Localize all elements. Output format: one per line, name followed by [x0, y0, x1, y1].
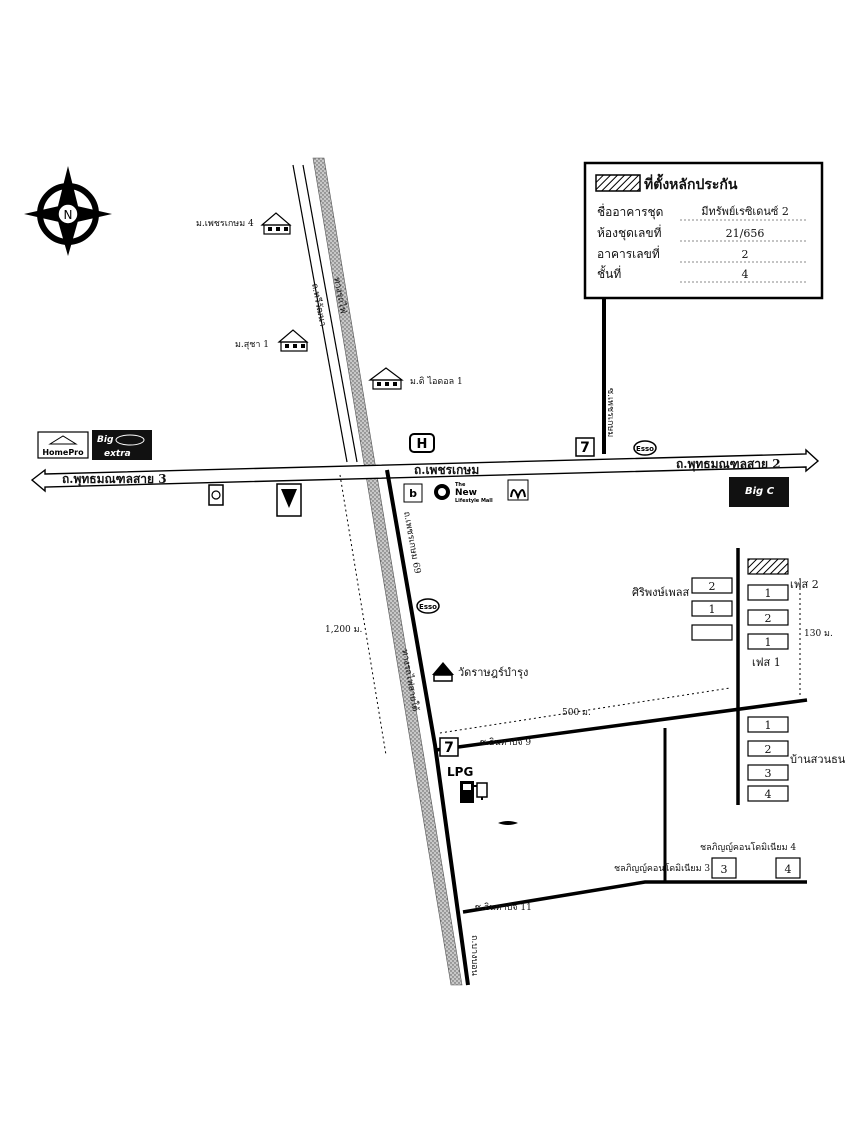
lpg-label: LPG [447, 765, 473, 779]
phase2-label: เฟส 2 [790, 578, 819, 591]
legend-key-room: ห้องชุดเลขที่ [597, 224, 662, 241]
seven-eleven-icon-south: 7 [439, 737, 459, 757]
village-label-the-idol-1: ม.ดิ ไอดอล 1 [410, 376, 463, 387]
legend-title: ที่ตั้งหลักประกัน [644, 173, 738, 193]
esso-logo: Esso [633, 440, 657, 456]
svg-text:3: 3 [765, 767, 772, 780]
svg-text:1: 1 [765, 587, 772, 600]
seven-eleven-text: 7 [580, 440, 590, 456]
bigc-extra-big: Big [97, 435, 114, 445]
homepro-logo: HomePro [37, 431, 89, 459]
phase-building: 1 [747, 584, 789, 601]
road-label-side-road: ซ.เพชรเกษม [605, 388, 615, 437]
legend-key-floor: ชั้นที่ [597, 265, 621, 281]
road-label-bang-bon: ถ.บางบอน [469, 935, 479, 976]
svg-text:4: 4 [785, 863, 792, 876]
mcdonalds-logo [507, 479, 529, 501]
bigc-extra-logo: Big extra [92, 430, 152, 460]
condo4-building: 4 [775, 857, 801, 879]
phase-building: 2 [747, 609, 789, 626]
esso-text-south: Esso [419, 603, 437, 611]
road-label-phutthamonthon-3: ถ.พุทธมณฑลสาย 3 [62, 472, 167, 487]
phetkasem-69-road [385, 469, 470, 986]
legend-value-room: 21/656 [726, 227, 765, 240]
legend-box: ที่ตั้งหลักประกัน ชื่ออาคารชุด มีทรัพย์เ… [583, 161, 824, 300]
compass-north-label: N [64, 208, 73, 222]
svg-text:4: 4 [765, 788, 772, 801]
main-road-phetkasem [30, 448, 820, 493]
road-label-soi-inthapat-9: ซ.อินทาปัจ 9 [480, 737, 531, 748]
condo4-label: ชลภิญญ์คอนโดมิเนียม 4 [700, 841, 796, 853]
collateral-hatch-swatch [595, 174, 641, 192]
legend-value-building-no: 2 [742, 248, 749, 261]
siriphong-building [691, 624, 733, 641]
thenew-text-2: New [455, 488, 477, 498]
bansuan-building: 2 [747, 740, 789, 757]
svg-text:1: 1 [765, 719, 772, 732]
bangchak-logo: b [403, 483, 423, 503]
phase-building: 1 [747, 633, 789, 650]
temple-label: วัดราษฎร์บำรุง [458, 666, 528, 679]
svg-text:1: 1 [765, 636, 772, 649]
svg-text:2: 2 [709, 580, 716, 593]
esso-logo-south: Esso [416, 598, 440, 614]
honda-logo: H [409, 433, 435, 453]
village-label-sucha-1: ม.สุชา 1 [235, 340, 269, 350]
road-label-soi-inthapat-11: ซ.อินทาปัจ 11 [475, 902, 532, 913]
siriphong-label: ศิริพงษ์เพลส [632, 586, 690, 599]
village-house-icon [368, 367, 404, 390]
bigc-text: Big C [745, 486, 775, 497]
svg-text:2: 2 [765, 743, 772, 756]
village-house-icon [277, 329, 309, 352]
distance-130: 130 ม. [804, 629, 833, 639]
ptt-station-icon [208, 484, 224, 506]
siriphong-building: 1 [691, 600, 733, 617]
shell-building-icon [276, 483, 302, 517]
seven-eleven-icon: 7 [575, 437, 595, 457]
svg-text:3: 3 [721, 863, 728, 876]
temple-icon [432, 662, 454, 682]
legend-key-building: ชื่ออาคารชุด [597, 203, 663, 220]
bansuan-building: 4 [747, 785, 789, 802]
homepro-text: HomePro [42, 448, 84, 457]
phase1-label: เฟส 1 [752, 656, 781, 669]
bigc-extra-extra: extra [104, 449, 131, 459]
collateral-building-hatched [747, 558, 789, 575]
legend-value-floor: 4 [742, 268, 749, 281]
village-house-icon [260, 212, 292, 235]
legend-key-building-no: อาคารเลขที่ [597, 245, 660, 261]
svg-text:2: 2 [765, 612, 772, 625]
svg-text:b: b [409, 487, 417, 500]
condo3-building: 3 [711, 857, 737, 879]
condo3-label: ชลภิญญ์คอนโดมิเนียม 3 [614, 862, 710, 874]
svg-text:H: H [417, 437, 428, 452]
road-label-phetkasem: ถ.เพชรเกษม [414, 463, 479, 477]
distance-1200: 1,200 ม. [325, 625, 363, 635]
bansuan-building: 1 [747, 716, 789, 733]
legend-value-building: มีทรัพย์เรซิเดนซ์ 2 [701, 205, 789, 218]
svg-text:1: 1 [709, 603, 716, 616]
siriphong-building: 2 [691, 577, 733, 594]
thenew-text-1: The [455, 482, 466, 488]
thenew-text-3: Lifestyle Mall [455, 498, 493, 504]
village-label-phetkasem-4: ม.เพชรเกษม 4 [196, 219, 254, 229]
compass-north-icon: N [24, 166, 112, 256]
bansuan-building: 3 [747, 764, 789, 781]
the-new-lifestyle-mall-logo: The New Lifestyle Mall [434, 482, 493, 504]
distance-500: 500 ม. [562, 708, 591, 718]
bigc-logo: Big C [729, 477, 789, 507]
bansuan-label: บ้านสวนธน [790, 753, 846, 766]
seven-eleven-text-south: 7 [444, 740, 454, 756]
esso-text: Esso [636, 445, 654, 453]
road-label-phutthamonthon-2: ถ.พุทธมณฑลสาย 2 [676, 457, 781, 472]
map-mark [498, 821, 518, 825]
railway-band [312, 157, 463, 986]
fuel-pump-icon [460, 781, 488, 803]
